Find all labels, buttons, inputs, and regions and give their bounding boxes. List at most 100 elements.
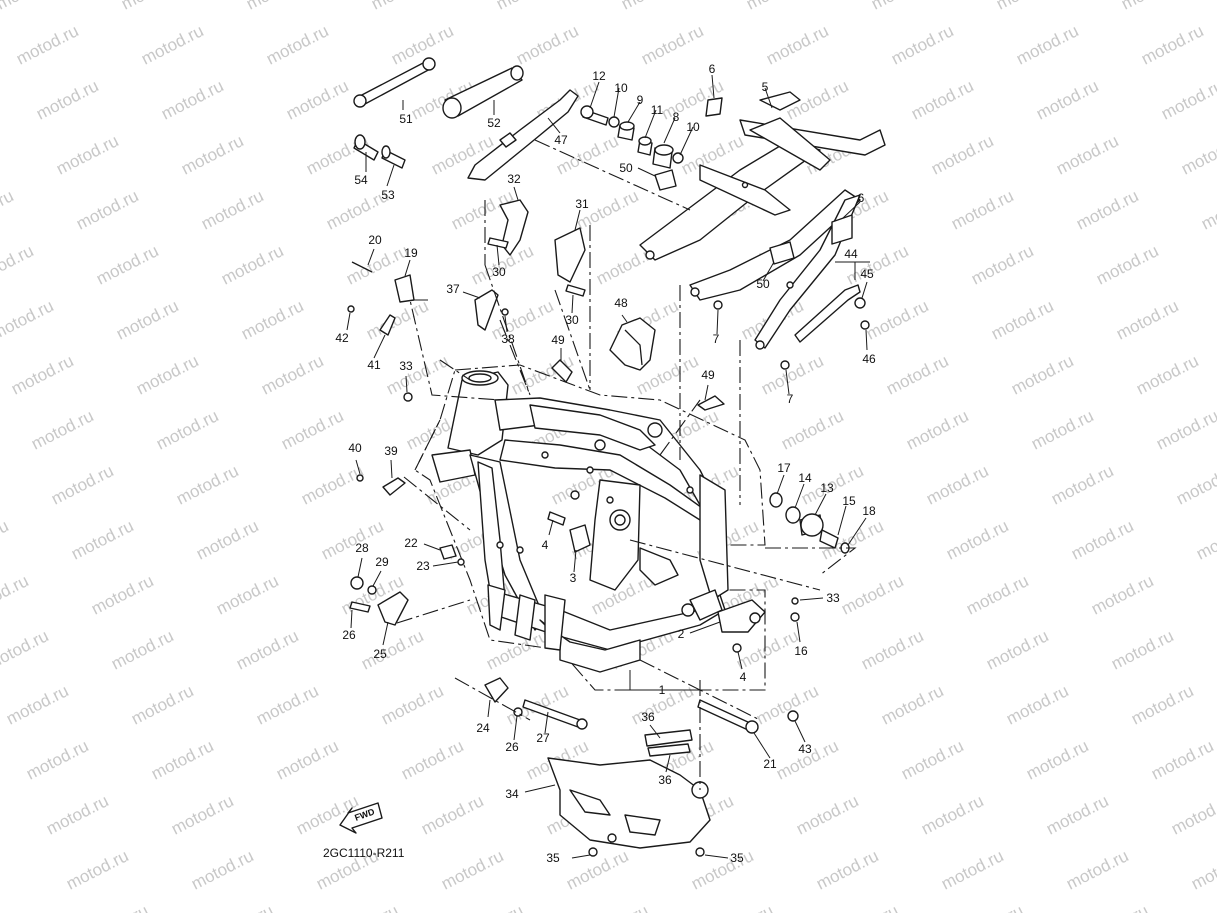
- callout-50b: 50: [756, 277, 770, 291]
- engine-mount: [569, 524, 591, 553]
- diagram-code: 2GC1110-R211: [323, 846, 405, 860]
- bolt: [695, 847, 705, 857]
- callout-54: 54: [354, 173, 368, 187]
- nut: [439, 544, 457, 560]
- callout-18: 18: [862, 504, 876, 518]
- leader-lines: [346, 74, 870, 859]
- callout-48: 48: [614, 296, 628, 310]
- callout-33a: 33: [399, 359, 413, 373]
- callout-49a: 49: [551, 333, 565, 347]
- callout-10a: 10: [614, 81, 628, 95]
- bracket: [554, 227, 586, 283]
- callout-45: 45: [860, 267, 874, 281]
- callout-42: 42: [335, 331, 349, 345]
- callout-44: 44: [844, 247, 858, 261]
- tool-wrench: [353, 57, 436, 108]
- collar-set: [580, 105, 684, 169]
- callout-50a: 50: [619, 161, 633, 175]
- callout-21: 21: [763, 757, 777, 771]
- callout-26b: 26: [505, 740, 519, 754]
- callout-10b: 10: [686, 120, 700, 134]
- callout-29: 29: [375, 555, 389, 569]
- callout-52: 52: [487, 116, 501, 130]
- callout-6a: 6: [709, 62, 716, 76]
- pivot-shaft: [697, 699, 751, 731]
- callout-31: 31: [575, 197, 589, 211]
- tool-socket: [442, 65, 524, 119]
- assembly-boundary: [414, 364, 766, 691]
- bolt: [349, 601, 371, 613]
- callout-5: 5: [762, 80, 769, 94]
- callout-1: 1: [659, 683, 666, 697]
- callout-7b: 7: [787, 392, 794, 406]
- callout-13: 13: [820, 481, 834, 495]
- fwd-arrow: FWD: [339, 802, 383, 834]
- main-frame: [431, 370, 729, 673]
- clamp: [769, 241, 795, 265]
- bolt: [403, 392, 413, 402]
- callout-labels: 51 52 47 54 53 12 10 9 11 8 10 6 5 6 50 …: [335, 62, 876, 865]
- callout-38: 38: [501, 332, 515, 346]
- callout-20: 20: [368, 233, 382, 247]
- washer: [457, 558, 465, 566]
- strap: [794, 284, 861, 343]
- callout-4a: 4: [542, 538, 549, 552]
- callout-33b: 33: [826, 591, 840, 605]
- nut: [787, 710, 799, 722]
- cable-clip: [394, 274, 415, 303]
- clamp: [654, 169, 677, 191]
- washer: [854, 297, 866, 309]
- callout-37: 37: [446, 282, 460, 296]
- bolt: [347, 305, 355, 313]
- clip: [382, 477, 406, 496]
- engine-bracket: [377, 591, 409, 626]
- bolt: [588, 847, 598, 857]
- callout-36a: 36: [641, 710, 655, 724]
- bolt: [791, 597, 799, 605]
- callout-8: 8: [673, 110, 680, 124]
- label-sticker: [705, 97, 723, 117]
- callout-16: 16: [794, 644, 808, 658]
- damper-pad: [647, 743, 691, 757]
- callout-34: 34: [505, 787, 519, 801]
- bolt: [547, 511, 566, 526]
- bolt: [780, 360, 790, 370]
- callout-43: 43: [798, 742, 812, 756]
- cover: [609, 317, 656, 371]
- bracket: [484, 677, 509, 703]
- bolt: [565, 284, 586, 297]
- callout-36b: 36: [658, 773, 672, 787]
- callout-7a: 7: [713, 332, 720, 346]
- chain-guide: [467, 89, 579, 181]
- callout-49b: 49: [701, 368, 715, 382]
- bolt: [713, 300, 723, 310]
- callout-12: 12: [592, 69, 606, 83]
- cable-clip: [379, 314, 396, 336]
- bolt: [732, 643, 742, 653]
- callout-35b: 35: [730, 851, 744, 865]
- pivot-collars: [769, 492, 850, 554]
- holder: [474, 289, 499, 331]
- callout-28: 28: [355, 541, 369, 555]
- callout-4b: 4: [740, 670, 747, 684]
- callout-3: 3: [570, 571, 577, 585]
- damper-pad: [644, 729, 693, 747]
- callout-27: 27: [536, 731, 550, 745]
- callout-17: 17: [777, 461, 791, 475]
- callout-24: 24: [476, 721, 490, 735]
- callout-41: 41: [367, 358, 381, 372]
- callout-46: 46: [862, 352, 876, 366]
- callout-25: 25: [373, 647, 387, 661]
- callout-2: 2: [678, 627, 685, 641]
- bolt: [860, 320, 870, 330]
- callout-9: 9: [637, 93, 644, 107]
- bolt: [501, 308, 509, 316]
- callout-30a: 30: [492, 265, 506, 279]
- callout-51: 51: [399, 112, 413, 126]
- callout-39: 39: [384, 444, 398, 458]
- skid-plate: [547, 757, 711, 849]
- callout-14: 14: [798, 471, 812, 485]
- bolt: [487, 237, 509, 249]
- callout-40: 40: [348, 441, 362, 455]
